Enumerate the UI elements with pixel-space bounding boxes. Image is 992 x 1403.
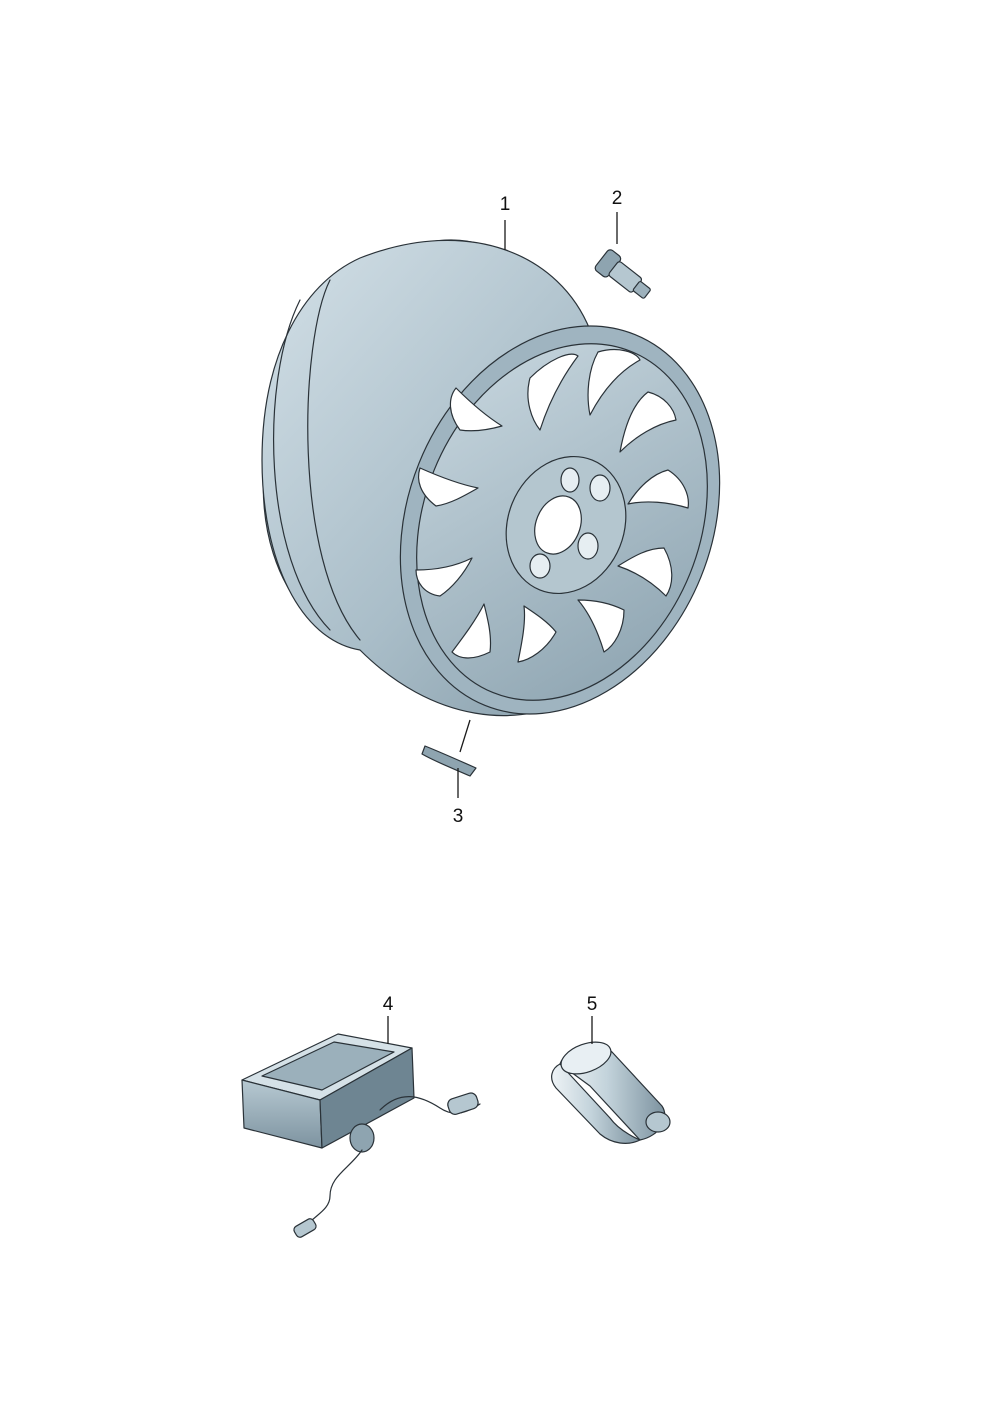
wheel-bolt-holes xyxy=(529,467,611,579)
tire-sealant-bottle-icon xyxy=(551,1041,671,1144)
callout-5: 5 xyxy=(587,994,598,1015)
callout-4: 4 xyxy=(383,994,394,1015)
wheel-barrel-groove-2 xyxy=(307,279,361,641)
tire-valve-icon xyxy=(594,249,651,299)
callout-1: 1 xyxy=(500,194,511,215)
alloy-wheel-icon xyxy=(261,239,721,717)
callout-2: 2 xyxy=(612,188,623,209)
callout-3: 3 xyxy=(453,806,464,827)
tire-inflator-compressor-icon xyxy=(241,1033,481,1238)
wheel-spoke-openings xyxy=(415,348,689,663)
leader-line-3a xyxy=(459,719,471,753)
wheel-barrel-groove xyxy=(273,299,331,631)
balance-weight-icon xyxy=(421,745,477,777)
wheel-center-bore xyxy=(534,495,582,555)
